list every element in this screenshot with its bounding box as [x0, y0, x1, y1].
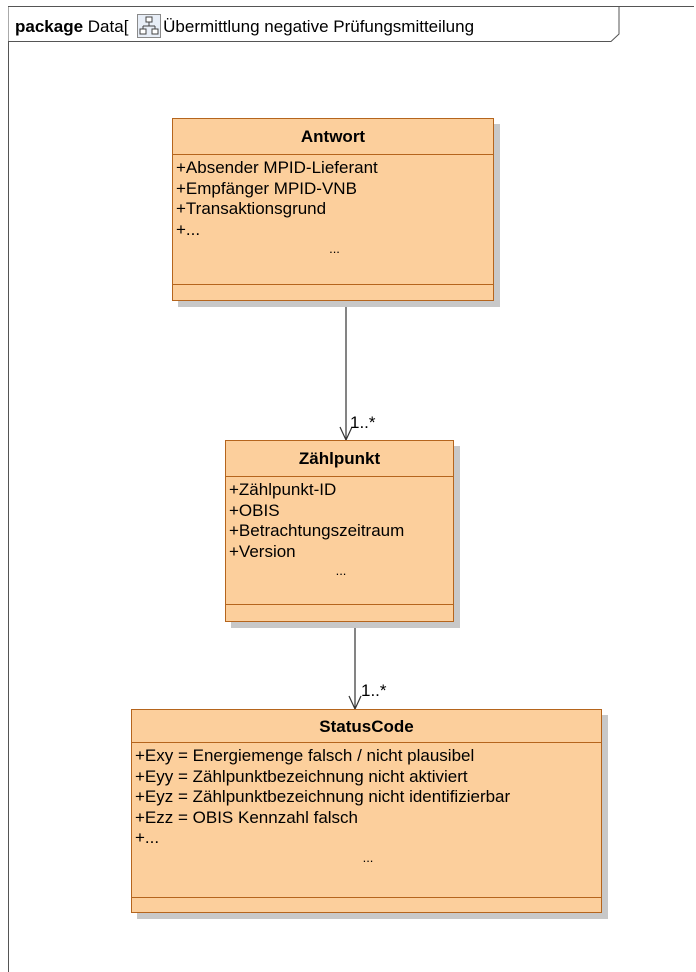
attribute: +Eyz = Zählpunktbezeichnung nicht identi…	[135, 787, 511, 806]
attribute-list: +Absender MPID-Lieferant +Empfänger MPID…	[173, 155, 493, 285]
class-zaehlpunkt[interactable]: Zählpunkt +Zählpunkt-ID +OBIS +Betrachtu…	[225, 440, 454, 622]
class-statuscode[interactable]: StatusCode +Exy = Energiemenge falsch / …	[131, 709, 602, 913]
package-diagram-icon	[137, 14, 162, 38]
attribute: +Betrachtungszeitraum	[229, 521, 405, 540]
attribute-ellipsis: ...	[329, 241, 340, 256]
class-name: Zählpunkt	[226, 441, 453, 477]
attribute: +Empfänger MPID-VNB	[176, 178, 357, 198]
multiplicity-label: 1..*	[350, 413, 376, 432]
package-title: package Data[ Übermittlung negative Prüf…	[15, 14, 474, 38]
attribute-ellipsis: ...	[362, 849, 374, 865]
attribute: +Zählpunkt-ID	[229, 480, 337, 499]
attribute: +Version	[229, 541, 296, 561]
operation-compartment	[173, 285, 493, 300]
package-keyword: package	[15, 17, 84, 36]
attribute-ellipsis: ...	[335, 563, 347, 578]
multiplicity-label: 1..*	[361, 681, 387, 700]
class-name: StatusCode	[132, 710, 601, 743]
attribute: +Absender MPID-Lieferant	[176, 158, 378, 177]
class-antwort[interactable]: Antwort +Absender MPID-Lieferant +Empfän…	[172, 118, 494, 301]
attribute-list: +Exy = Energiemenge falsch / nicht plaus…	[132, 743, 601, 898]
package-name: Übermittlung negative Prüfungsmitteilung	[163, 17, 475, 36]
attribute: +Ezz = OBIS Kennzahl falsch	[135, 807, 359, 827]
operation-compartment	[226, 605, 453, 621]
class-name: Antwort	[173, 119, 493, 155]
attribute: +OBIS	[229, 500, 280, 520]
attribute: +Eyy = Zählpunktbezeichnung nicht aktivi…	[135, 766, 468, 786]
attribute-list: +Zählpunkt-ID +OBIS +Betrachtungszeitrau…	[226, 477, 453, 605]
attribute: +...	[135, 828, 160, 847]
attribute: +...	[176, 219, 201, 239]
package-name-prefix: Data[	[87, 17, 129, 36]
operation-compartment	[132, 898, 601, 912]
attribute: +Exy = Energiemenge falsch / nicht plaus…	[135, 746, 475, 765]
attribute: +Transaktionsgrund	[176, 199, 327, 218]
